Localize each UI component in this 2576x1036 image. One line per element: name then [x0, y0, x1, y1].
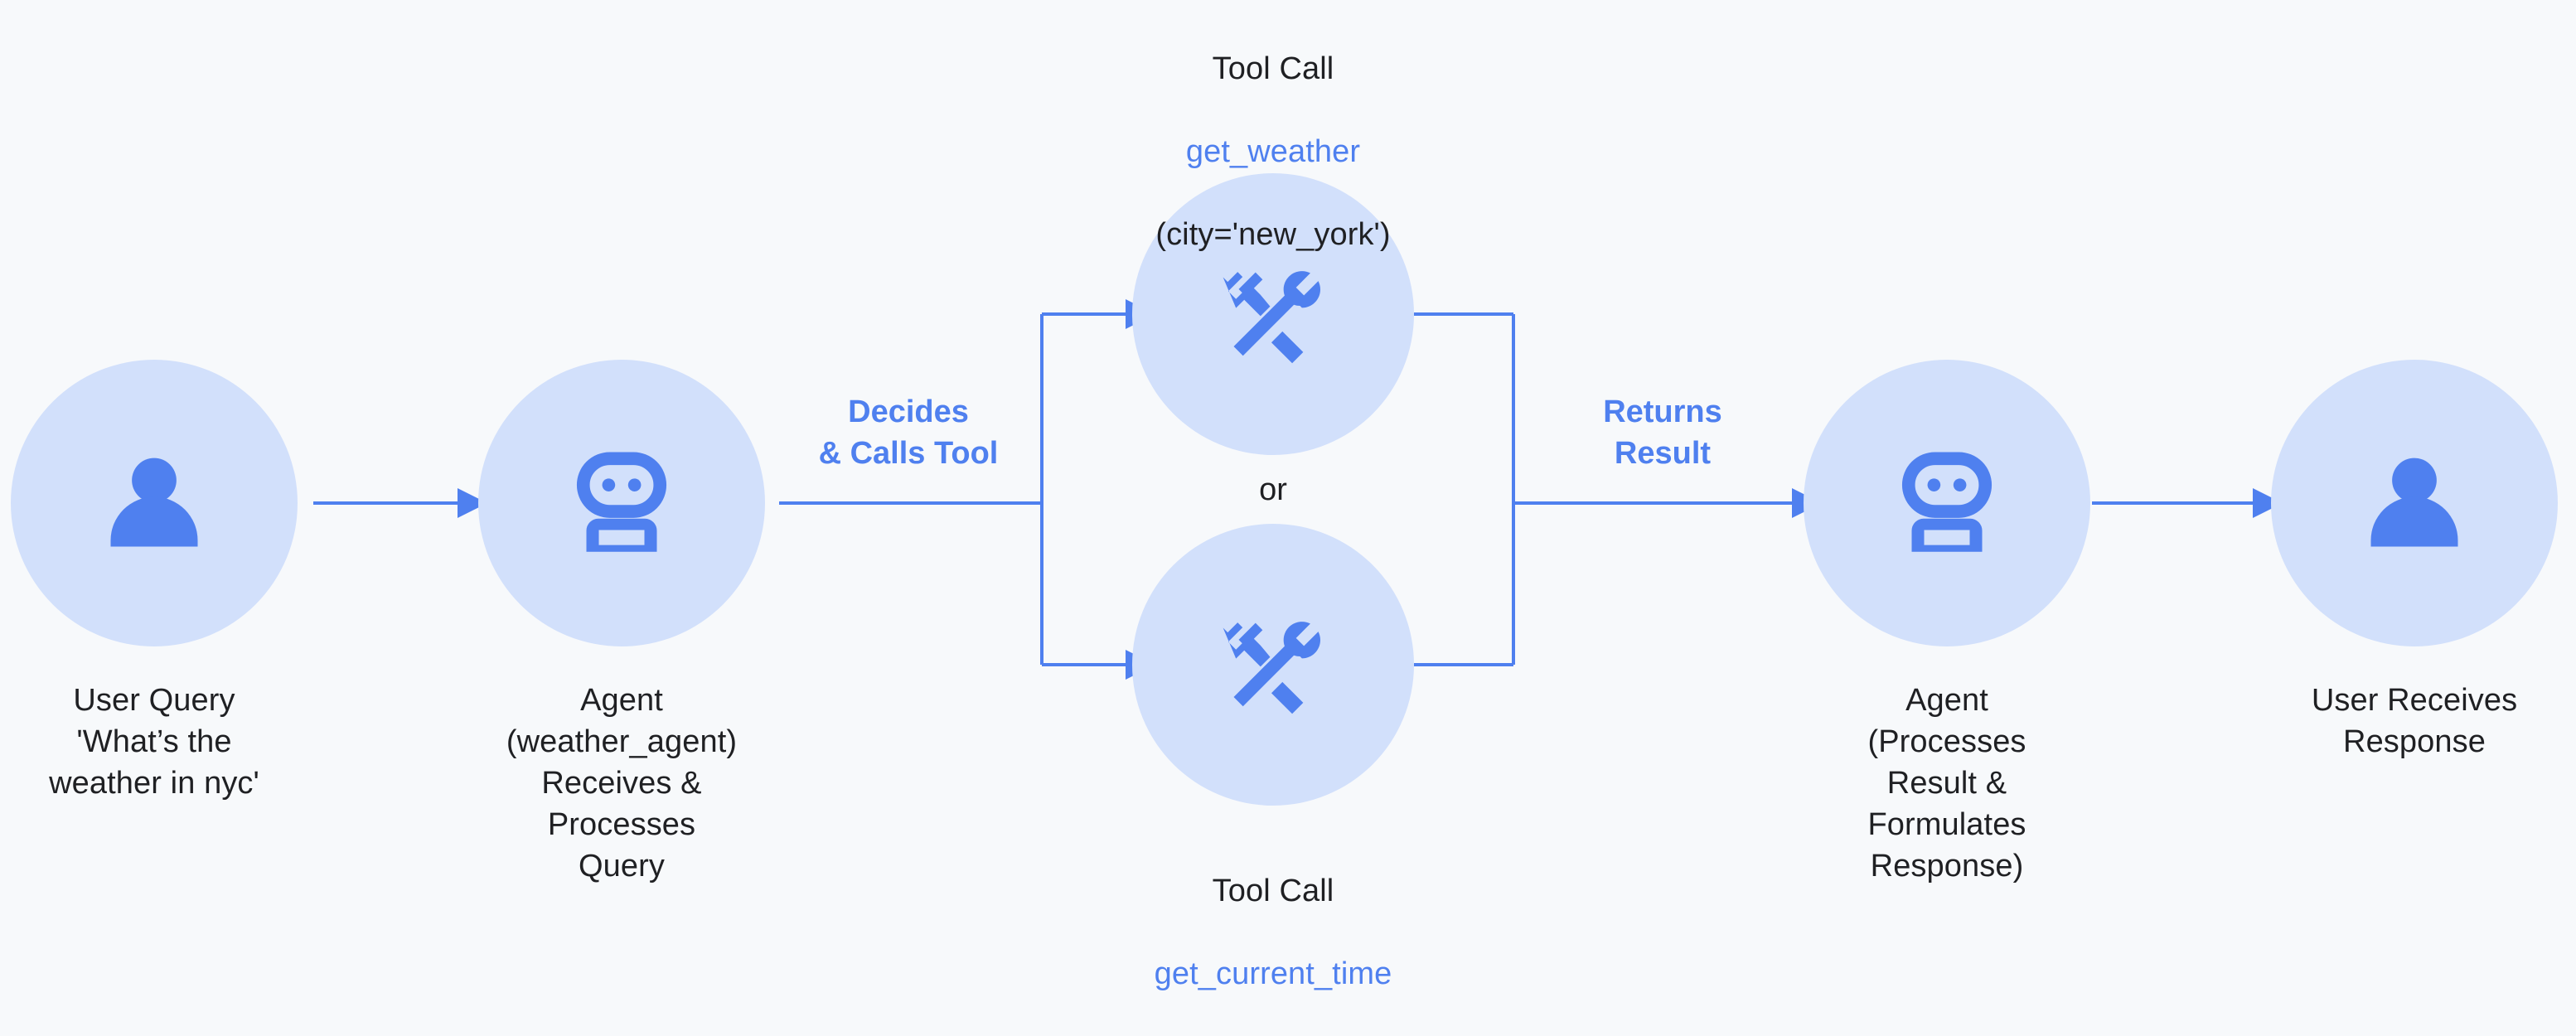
user-icon — [2352, 441, 2477, 565]
tool-time-caption-name: get_current_time — [1154, 956, 1392, 991]
robot-icon — [1885, 441, 2009, 565]
tool-time-bubble — [1132, 524, 1414, 806]
node-tool-time[interactable] — [1132, 524, 1414, 806]
user-response-bubble — [2271, 360, 2558, 646]
tools-icon — [1210, 602, 1336, 728]
tool-time-caption: Tool Call get_current_time — [1099, 829, 1447, 1036]
user-response-caption: User Receives Response — [2311, 683, 2518, 759]
agent-respond-caption: Agent (Processes Result & Formulates Res… — [1867, 683, 2026, 884]
tool-weather-caption-name: get_weather — [1185, 134, 1361, 169]
user-icon — [92, 441, 216, 565]
tools-icon — [1210, 251, 1336, 377]
tool-time-caption-line1: Tool Call — [1212, 874, 1334, 908]
tool-weather-caption: Tool Call get_weather (city='new_york') — [1099, 7, 1447, 297]
agent-respond-bubble — [1804, 360, 2090, 646]
tool-weather-bubble — [1132, 173, 1414, 455]
robot-icon — [559, 441, 684, 565]
node-user-query[interactable] — [11, 360, 298, 646]
node-agent-respond[interactable] — [1804, 360, 2090, 646]
user-query-bubble — [11, 360, 298, 646]
node-tool-weather[interactable] — [1132, 173, 1414, 455]
tool-weather-caption-args: (city='new_york') — [1155, 217, 1391, 252]
label-decides-calls-tool: Decides & Calls Tool — [818, 395, 999, 471]
label-or: or — [1259, 472, 1287, 507]
diagram-canvas: User Query 'What’s the weather in nyc' A… — [11, 7, 2558, 991]
label-returns-result: Returns Result — [1603, 395, 1722, 471]
node-agent-receive[interactable] — [478, 360, 765, 646]
node-user-response[interactable] — [2271, 360, 2558, 646]
user-query-caption: User Query 'What’s the weather in nyc' — [49, 683, 259, 801]
tool-weather-caption-line1: Tool Call — [1212, 51, 1334, 86]
agent-receive-caption: Agent (weather_agent) Receives & Process… — [506, 683, 738, 884]
agent-receive-bubble — [478, 360, 765, 646]
